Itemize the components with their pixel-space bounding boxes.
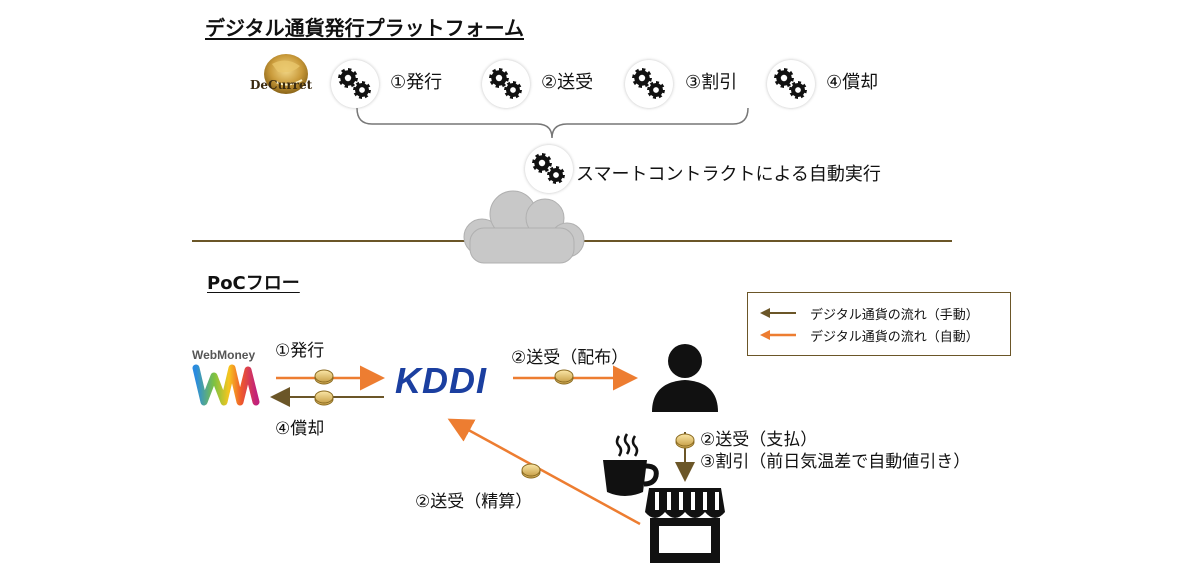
coffee-icon <box>603 433 659 496</box>
step-issue-label: ①発行 <box>390 72 443 93</box>
decurret-logo-text: DeCurret <box>250 78 313 92</box>
platform-title: デジタル通貨発行プラットフォーム <box>205 16 524 40</box>
flow-pay-label: ②送受（支払） <box>700 430 818 450</box>
user-icon <box>652 344 718 412</box>
gears-icon <box>625 60 673 108</box>
gears-icon <box>767 60 815 108</box>
coin-icon <box>314 369 334 385</box>
kddi-logo: KDDI <box>395 360 487 401</box>
coin-icon <box>314 390 334 406</box>
gears-icon <box>525 145 573 193</box>
auto-arrow-icon <box>760 330 796 340</box>
step-transfer-label: ②送受 <box>541 72 594 93</box>
manual-arrow-icon <box>760 308 796 318</box>
legend-manual-label: デジタル通貨の流れ（手動） <box>810 308 979 323</box>
settle-arrow <box>447 418 641 526</box>
decurret-logo: DeCurret <box>248 52 318 102</box>
cloud-icon <box>463 190 585 264</box>
step-discount-label: ③割引 <box>685 72 738 93</box>
flow-discount-label: ③割引（前日気温差で自動値引き） <box>700 452 971 472</box>
flow-settle-label: ②送受（精算） <box>415 492 533 512</box>
flow-distribute-label: ②送受（配布） <box>511 348 629 368</box>
coin-icon <box>521 463 541 479</box>
step-redeem-label: ④償却 <box>826 72 879 93</box>
webmoney-label: WebMoney <box>192 348 256 362</box>
legend-auto-label: デジタル通貨の流れ（自動） <box>810 330 979 345</box>
gears-icon <box>482 60 530 108</box>
smart-contract-label: スマートコントラクトによる自動実行 <box>576 164 881 185</box>
coin-icon <box>554 369 574 385</box>
flow-redeem-label: ④償却 <box>275 419 325 439</box>
legend: デジタル通貨の流れ（手動） デジタル通貨の流れ（自動） <box>747 292 1011 356</box>
flow-issue-label: ①発行 <box>275 341 325 361</box>
gears-icon <box>331 60 379 108</box>
poc-title: PoCフロー <box>207 273 300 294</box>
coin-icon <box>675 433 695 449</box>
webmoney-logo <box>192 362 262 408</box>
store-icon <box>645 488 725 563</box>
